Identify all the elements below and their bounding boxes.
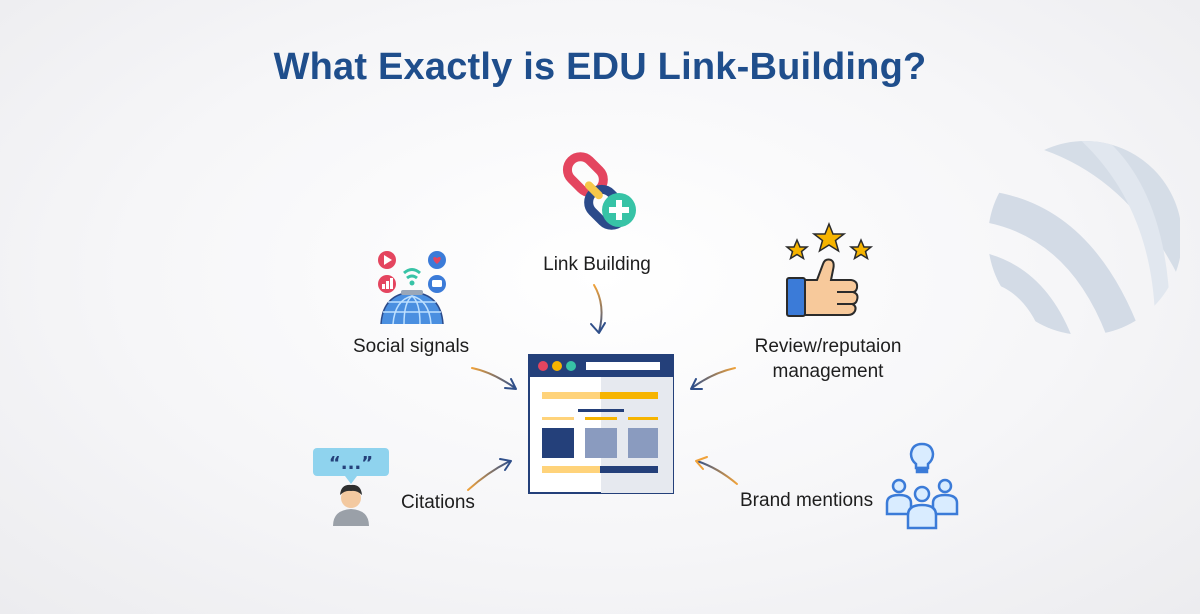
quote-bubble-text: “...” [329, 453, 373, 474]
arrow-brand-mentions [696, 460, 738, 485]
page-title: What Exactly is EDU Link-Building? [273, 46, 927, 88]
review-reputation-label: Review/reputaion management [738, 334, 918, 384]
link-building-label: Link Building [543, 254, 651, 275]
arrow-review [691, 367, 736, 389]
arrow-social-signals [471, 367, 516, 389]
brand-mentions-label: Brand mentions [740, 490, 874, 511]
review-line-2: management [772, 361, 884, 382]
chain-link-icon [562, 152, 636, 230]
citation-person-icon: “...” [313, 448, 389, 526]
website-icon [528, 354, 674, 494]
citations-label: Citations [401, 492, 475, 513]
arrow-link-building [593, 284, 603, 333]
globe-watermark-icon [988, 141, 1180, 335]
review-line-1: Review/reputaion [754, 336, 902, 357]
social-signals-label: Social signals [353, 336, 470, 357]
team-idea-icon [885, 442, 959, 530]
arrow-citations [467, 460, 511, 491]
social-network-icon [378, 251, 446, 325]
thumbs-up-stars-icon [784, 222, 874, 317]
